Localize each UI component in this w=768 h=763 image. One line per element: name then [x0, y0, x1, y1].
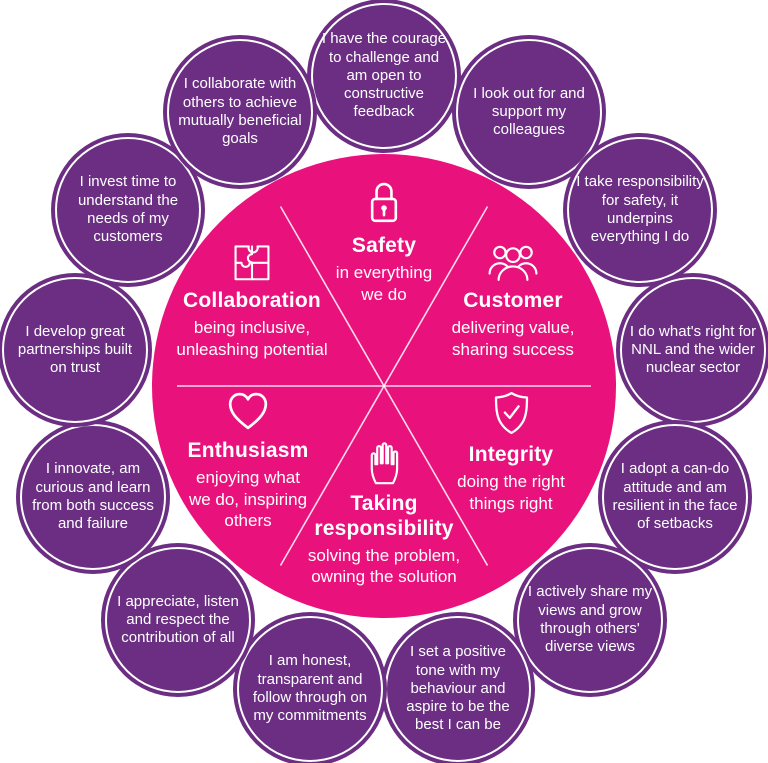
segment-tagline: solving the problem, owning the solution	[308, 545, 460, 589]
bubble-text: I invest time to understand the needs of…	[77, 173, 179, 246]
padlock-icon	[370, 182, 398, 223]
segment-tagline-line: in everything	[335, 262, 433, 282]
segment-tagline-line: being inclusive,	[193, 317, 311, 337]
segment-collaboration: Collaboration being inclusive, unleashin…	[142, 240, 362, 360]
bubble-share-views: I actively share my views and grow throu…	[517, 547, 663, 693]
segment-tagline-line: unleashing potential	[176, 339, 328, 359]
segment-customer: Customer delivering value, sharing succe…	[403, 240, 623, 360]
bubble-text: I appreciate, listen and respect the con…	[117, 592, 239, 647]
segment-tagline: enjoying what we do, inspiring others	[189, 467, 307, 532]
heart-icon	[228, 392, 268, 430]
segment-enthusiasm: Enthusiasm enjoying what we do, inspirin…	[138, 390, 358, 532]
bubble-text: I take responsibility for safety, it und…	[576, 173, 704, 246]
bubble-positive-tone: I set a positive tone with my behaviour …	[385, 616, 531, 762]
segment-tagline-line: we do	[361, 284, 407, 304]
bubble-text: I am honest, transparent and follow thro…	[252, 652, 368, 725]
raised-hand-icon	[370, 442, 399, 485]
bubble-safety-responsibility: I take responsibility for safety, it und…	[567, 137, 713, 283]
bubble-collaborate-others: I collaborate with others to achieve mut…	[167, 39, 313, 185]
segment-title: Customer	[463, 289, 563, 312]
segment-tagline: doing the right things right	[457, 471, 565, 515]
bubble-text: I do what's right for NNL and the wider …	[629, 322, 757, 377]
bubble-partnerships-trust: I develop great partnerships built on tr…	[2, 277, 148, 423]
bubble-text: I collaborate with others to achieve mut…	[178, 75, 302, 148]
bubble-text: I look out for and support my colleagues	[473, 84, 585, 139]
bubble-appreciate-listen: I appreciate, listen and respect the con…	[105, 547, 251, 693]
segment-taking-responsibility: Taking responsibility solving the proble…	[274, 438, 494, 588]
bubble-right-for-nnl: I do what's right for NNL and the wider …	[620, 277, 766, 423]
segment-title-line: responsibility	[314, 516, 454, 540]
segment-title-line: Taking	[350, 492, 418, 515]
segment-title: Collaboration	[183, 289, 321, 312]
segment-tagline-line: sharing success	[452, 339, 574, 359]
bubble-courage-feedback: I have the courage to challenge and am o…	[311, 3, 457, 149]
segment-tagline: being inclusive, unleashing potential	[176, 317, 327, 361]
bubble-text: I have the courage to challenge and am o…	[321, 30, 447, 121]
segment-tagline-line: we do, inspiring	[188, 489, 308, 509]
bubble-honest-transparent: I am honest, transparent and follow thro…	[237, 616, 383, 762]
segment-title: Integrity	[468, 443, 554, 466]
people-icon	[488, 245, 538, 281]
bubble-text: I actively share my views and grow throu…	[527, 583, 653, 656]
segment-tagline-line: owning the solution	[311, 567, 457, 587]
shield-check-icon	[494, 391, 528, 435]
bubble-innovate-curious: I innovate, am curious and learn from bo…	[20, 424, 166, 570]
puzzle-icon	[234, 245, 270, 281]
bubble-invest-time: I invest time to understand the needs of…	[55, 137, 201, 283]
segment-title: Safety	[351, 234, 417, 257]
bubble-can-do-attitude: I adopt a can-do attitude and am resilie…	[602, 424, 748, 570]
segment-safety: Safety in everything we do	[274, 176, 494, 305]
segment-tagline-line: others	[224, 511, 272, 531]
segment-integrity: Integrity doing the right things right	[401, 390, 621, 514]
bubble-support-colleagues: I look out for and support my colleagues	[456, 39, 602, 185]
segment-tagline: in everything we do	[336, 262, 432, 306]
bubble-text: I adopt a can-do attitude and am resilie…	[612, 460, 738, 533]
segment-title: Taking responsibility	[314, 492, 453, 542]
segment-tagline-line: delivering value,	[451, 317, 575, 337]
segment-title: Enthusiasm	[187, 439, 309, 462]
bubble-text: I set a positive tone with my behaviour …	[406, 643, 510, 734]
segment-tagline: delivering value, sharing success	[452, 317, 575, 361]
segment-tagline-line: things right	[469, 493, 553, 513]
segment-tagline-line: solving the problem,	[307, 545, 461, 565]
segment-tagline-line: enjoying what	[196, 467, 300, 487]
bubble-text: I innovate, am curious and learn from bo…	[32, 460, 154, 533]
segment-tagline-line: doing the right	[457, 471, 565, 491]
bubble-text: I develop great partnerships built on tr…	[17, 322, 133, 377]
